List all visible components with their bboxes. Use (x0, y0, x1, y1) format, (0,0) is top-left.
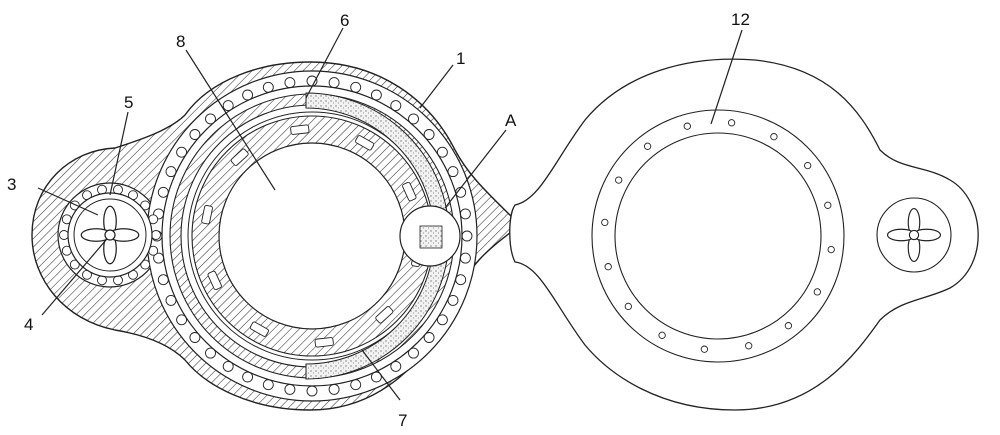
ring-hole (727, 119, 736, 127)
label-4: 4 (24, 315, 33, 334)
ring-tooth (390, 360, 402, 372)
small-gear-5 (67, 192, 153, 278)
ring-tooth (423, 332, 435, 343)
ring-tooth (306, 385, 318, 397)
ring-hole (784, 322, 793, 330)
ring-tooth (328, 383, 340, 395)
leader-lines (37, 27, 743, 401)
ring-tooth (328, 77, 340, 89)
ring-tooth (459, 208, 471, 220)
ring-tooth (284, 383, 296, 395)
gear-tooth (151, 230, 161, 240)
callout-labels: 1 3 4 5 6 7 8 12 A (7, 10, 750, 430)
ring-tooth (459, 252, 471, 264)
stippled-arc-7 (305, 92, 450, 380)
ring-tooth (390, 100, 402, 112)
ring-hole (683, 122, 691, 130)
ring-hole (604, 263, 612, 271)
label-3: 3 (7, 175, 16, 194)
ring-tooth (189, 332, 201, 343)
label-8: 8 (176, 32, 185, 51)
ring-tooth (436, 314, 448, 326)
ring-hole (813, 288, 821, 296)
roller (314, 337, 334, 348)
ring-hole (615, 176, 623, 184)
right-housing (509, 58, 979, 411)
gear-tooth (59, 230, 69, 240)
label-12: 12 (731, 10, 750, 29)
ring-hole (827, 245, 835, 254)
roller (201, 204, 213, 225)
ring-tooth (408, 347, 419, 359)
roller (375, 306, 394, 324)
ring-tooth (262, 81, 274, 93)
ring-tooth (222, 100, 234, 112)
ring-hole (804, 161, 812, 170)
ring-tooth (176, 314, 188, 326)
ring-hole (624, 302, 632, 311)
roller (290, 124, 310, 135)
roller (355, 135, 375, 151)
label-A: A (505, 111, 517, 130)
ring-tooth (350, 379, 362, 391)
ring-tooth (455, 274, 467, 286)
ring-tooth (176, 146, 188, 158)
ring-hole (700, 345, 709, 353)
ring-hole (658, 331, 666, 339)
ring-hole (770, 133, 778, 141)
right-ring-holes (601, 119, 835, 353)
ring-tooth (423, 129, 435, 140)
label-7: 7 (398, 411, 407, 430)
ring-tooth (189, 129, 201, 140)
inner-race (191, 115, 433, 357)
ring-hole (745, 342, 753, 350)
label-6: 6 (340, 11, 349, 30)
roller (207, 270, 222, 291)
label-1: 1 (456, 49, 465, 68)
ring-tooth (157, 186, 169, 198)
ring-tooth (284, 77, 296, 89)
ring-tooth (222, 360, 234, 372)
ring-tooth (205, 347, 216, 359)
ring-tooth (408, 113, 419, 125)
ring-hole (601, 218, 609, 227)
planet-a (399, 205, 461, 267)
roller (249, 321, 269, 337)
ring-tooth (461, 230, 473, 242)
roller (402, 181, 417, 202)
ring-tooth (205, 113, 216, 125)
ring-tooth (350, 81, 362, 93)
gear-tooth (140, 259, 151, 270)
gear-tooth (140, 200, 151, 211)
ring-hole (824, 201, 832, 209)
gear-tooth (69, 259, 80, 270)
small-gear-teeth (59, 184, 161, 286)
ring-tooth (436, 146, 448, 158)
label-5: 5 (124, 93, 133, 112)
ring-tooth (157, 274, 169, 286)
roller (230, 148, 249, 166)
ring-hole (643, 142, 652, 150)
ring-tooth (262, 379, 274, 391)
